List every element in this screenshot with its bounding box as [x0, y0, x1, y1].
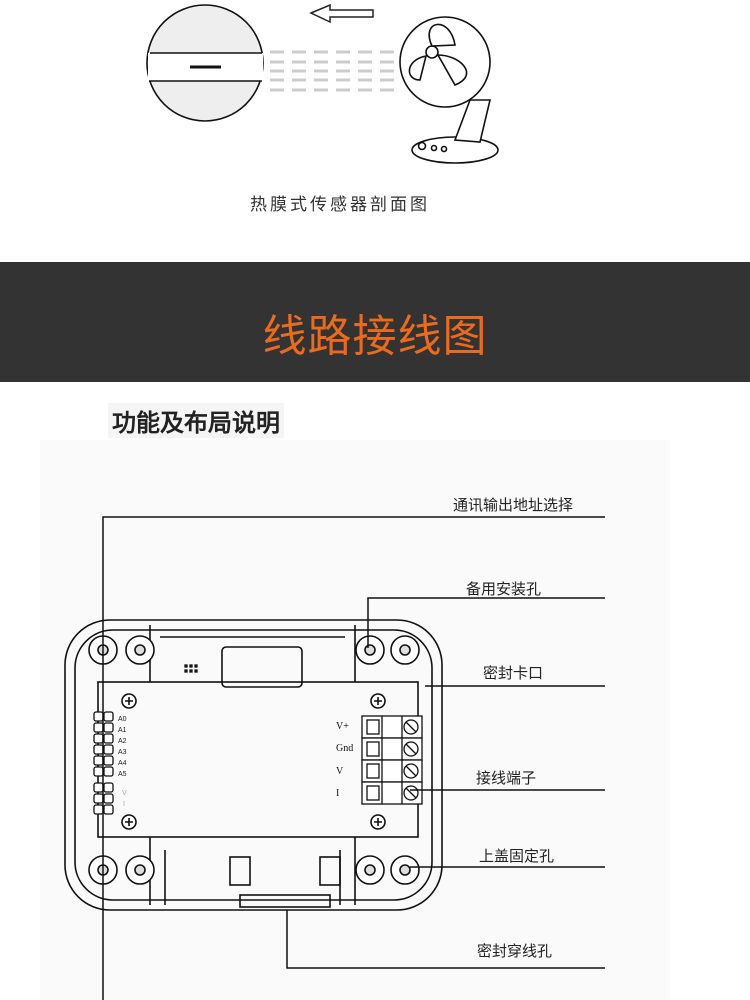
- airflow-arrow: [270, 78, 284, 82]
- airflow-arrow: [314, 88, 328, 92]
- airflow-arrow: [380, 69, 394, 73]
- airflow-arrow: [358, 69, 372, 73]
- airflow-arrow: [270, 60, 284, 64]
- airflow-arrow: [270, 69, 284, 73]
- layout-panel: [40, 440, 670, 1000]
- airflow-arrow: [336, 88, 350, 92]
- section-banner: [0, 262, 750, 382]
- airflow-arrow: [336, 69, 350, 73]
- airflow-arrow: [270, 50, 284, 54]
- airflow-arrow: [292, 50, 306, 54]
- airflow-arrow: [292, 60, 306, 64]
- airflow-arrow: [314, 69, 328, 73]
- fan-icon: [399, 16, 499, 164]
- sensor-cross-section: [146, 4, 264, 122]
- airflow-arrow: [314, 50, 328, 54]
- airflow-arrow: [358, 50, 372, 54]
- airflow-arrow: [314, 78, 328, 82]
- airflow-arrow-icon: [309, 3, 374, 24]
- callout-cover-screw-hole: 上盖固定孔: [479, 847, 555, 865]
- airflow-arrow: [380, 78, 394, 82]
- callout-cable-gland: 密封穿线孔: [477, 942, 553, 960]
- sensor-caption: 热膜式传感器剖面图: [250, 195, 430, 215]
- airflow-arrow: [314, 60, 328, 64]
- section-title: 功能及布局说明: [108, 403, 284, 438]
- banner-title: 线路接线图: [262, 311, 488, 362]
- airflow-arrow: [292, 78, 306, 82]
- callout-spare-mount-hole: 备用安装孔: [466, 580, 542, 598]
- airflow-arrow: [292, 69, 306, 73]
- callout-seal-clip: 密封卡口: [483, 664, 544, 682]
- airflow-arrow: [380, 50, 394, 54]
- airflow-arrow: [380, 60, 394, 64]
- airflow-arrow: [292, 88, 306, 92]
- airflow-arrow: [358, 78, 372, 82]
- airflow-arrow: [358, 88, 372, 92]
- airflow-arrow: [358, 60, 372, 64]
- hot-film-sensor-diagram: [146, 3, 499, 164]
- airflow-arrow: [336, 50, 350, 54]
- airflow-arrow: [336, 60, 350, 64]
- callout-address-select: 通讯输出地址选择: [453, 496, 574, 514]
- airflow-arrows: [270, 50, 394, 92]
- callout-terminal-block: 接线端子: [476, 769, 537, 787]
- airflow-arrow: [270, 88, 284, 92]
- airflow-arrow: [380, 88, 394, 92]
- airflow-arrow: [336, 78, 350, 82]
